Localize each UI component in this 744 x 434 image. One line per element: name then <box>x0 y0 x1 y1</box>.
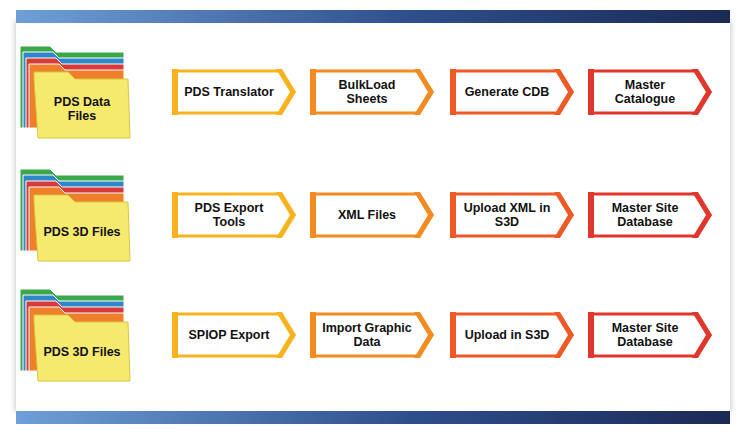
folder-icon: PDS 3D Files <box>20 283 132 383</box>
folder-icon: PDS Data Files <box>20 40 132 140</box>
process-chevron: Master Site Database <box>588 192 712 238</box>
panel <box>16 20 730 412</box>
folder-label: PDS 3D Files <box>43 225 120 239</box>
step-label: PDS Export Tools <box>182 201 276 230</box>
chevron-tip <box>554 69 574 115</box>
chevron-tip <box>276 69 296 115</box>
chevron-bar <box>450 192 456 238</box>
chevron-bar <box>172 192 178 238</box>
chevron-tip <box>554 192 574 238</box>
folder-graphic <box>20 163 132 263</box>
chevron-tip <box>692 192 712 238</box>
chevron-bar <box>588 192 594 238</box>
chevron-bar <box>450 69 456 115</box>
process-chevron: Upload XML in S3D <box>450 192 574 238</box>
step-label: Master Site Database <box>598 321 692 350</box>
step-label: BulkLoad Sheets <box>320 78 414 107</box>
process-chevron: Upload in S3D <box>450 312 574 358</box>
process-chevron: BulkLoad Sheets <box>310 69 434 115</box>
step-label: Master Site Database <box>598 201 692 230</box>
process-chevron: Import Graphic Data <box>310 312 434 358</box>
chevron-outline <box>452 314 572 356</box>
chevron-bar <box>588 312 594 358</box>
process-chevron: Generate CDB <box>450 69 574 115</box>
chevron-bar <box>310 69 316 115</box>
process-chevron: XML Files <box>310 192 434 238</box>
chevron-outline <box>312 314 432 356</box>
chevron-outline <box>174 194 294 236</box>
process-chevron: PDS Translator <box>172 69 296 115</box>
step-label: SPIOP Export <box>188 328 269 342</box>
chevron-outline <box>452 71 572 113</box>
step-label: Upload in S3D <box>465 328 550 342</box>
step-label: Import Graphic Data <box>320 321 414 350</box>
step-label: XML Files <box>338 208 396 222</box>
step-label: Master Catalogue <box>598 78 692 107</box>
chevron-tip <box>414 192 434 238</box>
folder-front <box>34 315 130 381</box>
folder-graphic <box>20 283 132 383</box>
chevron-tip <box>692 69 712 115</box>
process-chevron: Master Site Database <box>588 312 712 358</box>
step-label: Upload XML in S3D <box>460 201 554 230</box>
chevron-bar <box>310 192 316 238</box>
chevron-tip <box>554 312 574 358</box>
step-label: Generate CDB <box>465 85 550 99</box>
chevron-bar <box>310 312 316 358</box>
folder-label: PDS 3D Files <box>43 345 120 359</box>
chevron-tip <box>276 192 296 238</box>
chevron-outline <box>452 194 572 236</box>
chevron-tip <box>276 312 296 358</box>
chevron-bar <box>172 312 178 358</box>
chevron-outline <box>312 71 432 113</box>
process-chevron: Master Catalogue <box>588 69 712 115</box>
chevron-tip <box>414 69 434 115</box>
chevron-outline <box>312 194 432 236</box>
folder-graphic <box>20 40 132 140</box>
chevron-outline <box>590 314 710 356</box>
chevron-bar <box>588 69 594 115</box>
bottom-bar <box>16 411 730 424</box>
process-chevron: PDS Export Tools <box>172 192 296 238</box>
chevron-tip <box>692 312 712 358</box>
folder-front <box>34 195 130 261</box>
chevron-tip <box>414 312 434 358</box>
chevron-outline <box>590 71 710 113</box>
chevron-outline <box>590 194 710 236</box>
folder-front <box>34 72 130 138</box>
folder-label: PDS Data Files <box>38 95 126 124</box>
folder-icon: PDS 3D Files <box>20 163 132 263</box>
top-bar <box>16 10 730 23</box>
process-chevron: SPIOP Export <box>172 312 296 358</box>
chevron-bar <box>450 312 456 358</box>
chevron-bar <box>172 69 178 115</box>
chevron-outline <box>174 71 294 113</box>
chevron-outline <box>174 314 294 356</box>
step-label: PDS Translator <box>184 85 274 99</box>
